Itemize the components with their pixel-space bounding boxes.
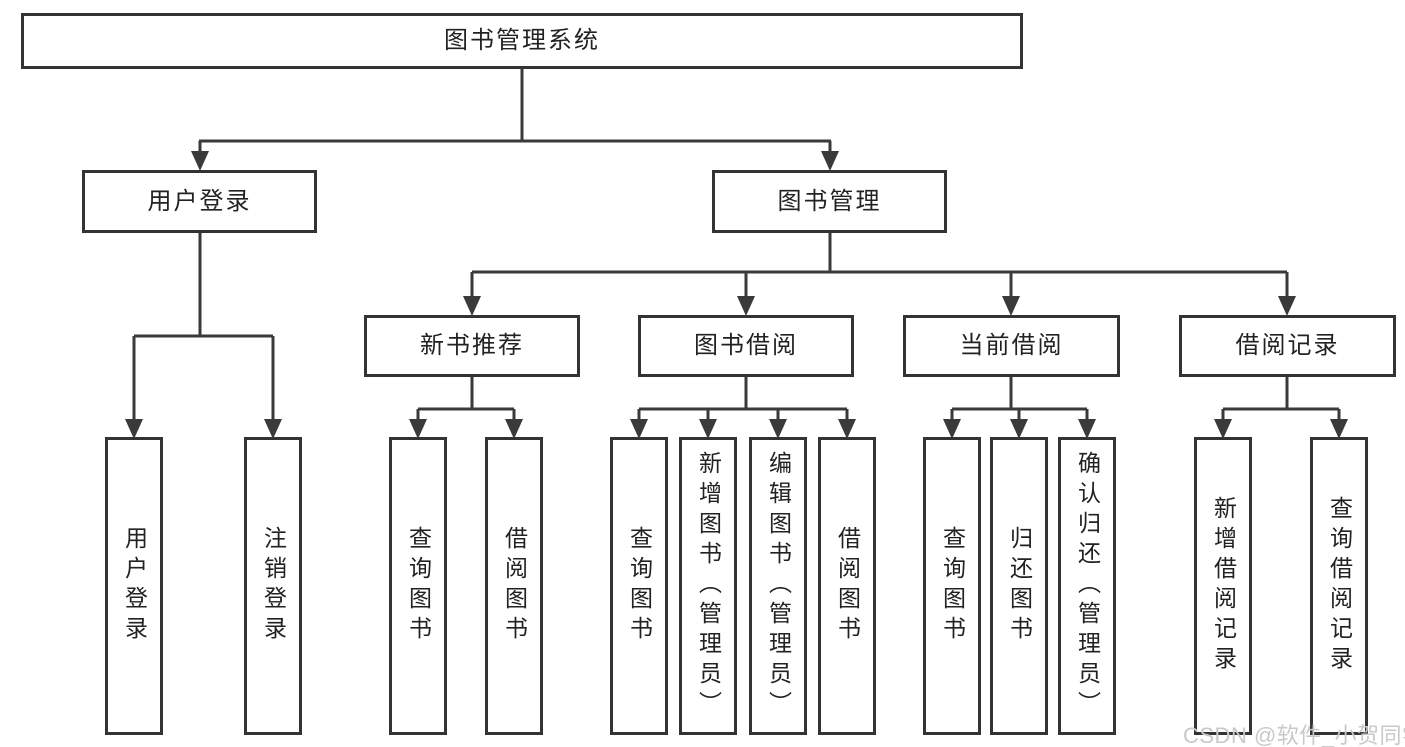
leaf-query-borrow-record: 查询借阅记录: [1310, 437, 1368, 735]
node-new-book-recommend: 新书推荐: [364, 315, 580, 377]
node-book-management: 图书管理: [712, 170, 947, 233]
leaf-query-book-borrow: 查询图书: [610, 437, 668, 735]
leaf-confirm-return-admin: 确认归还（管理员）: [1058, 437, 1116, 735]
leaf-user-login: 用户登录: [105, 437, 163, 735]
leaf-query-book-recommend: 查询图书: [389, 437, 447, 735]
leaf-borrow-book: 借阅图书: [818, 437, 876, 735]
node-library-management-system: 图书管理系统: [21, 13, 1023, 69]
leaf-query-book-current: 查询图书: [923, 437, 981, 735]
leaf-logout: 注销登录: [244, 437, 302, 735]
node-current-borrow: 当前借阅: [903, 315, 1120, 377]
leaf-add-book-admin: 新增图书（管理员）: [679, 437, 737, 735]
node-book-borrow: 图书借阅: [638, 315, 854, 377]
csdn-watermark: CSDN @软件_小贺同学: [1183, 723, 1405, 747]
leaf-add-borrow-record: 新增借阅记录: [1194, 437, 1252, 735]
node-borrow-records: 借阅记录: [1179, 315, 1396, 377]
leaf-return-book: 归还图书: [990, 437, 1048, 735]
leaf-edit-book-admin: 编辑图书（管理员）: [749, 437, 807, 735]
leaf-borrow-book-recommend: 借阅图书: [485, 437, 543, 735]
node-user-login: 用户登录: [82, 170, 317, 233]
